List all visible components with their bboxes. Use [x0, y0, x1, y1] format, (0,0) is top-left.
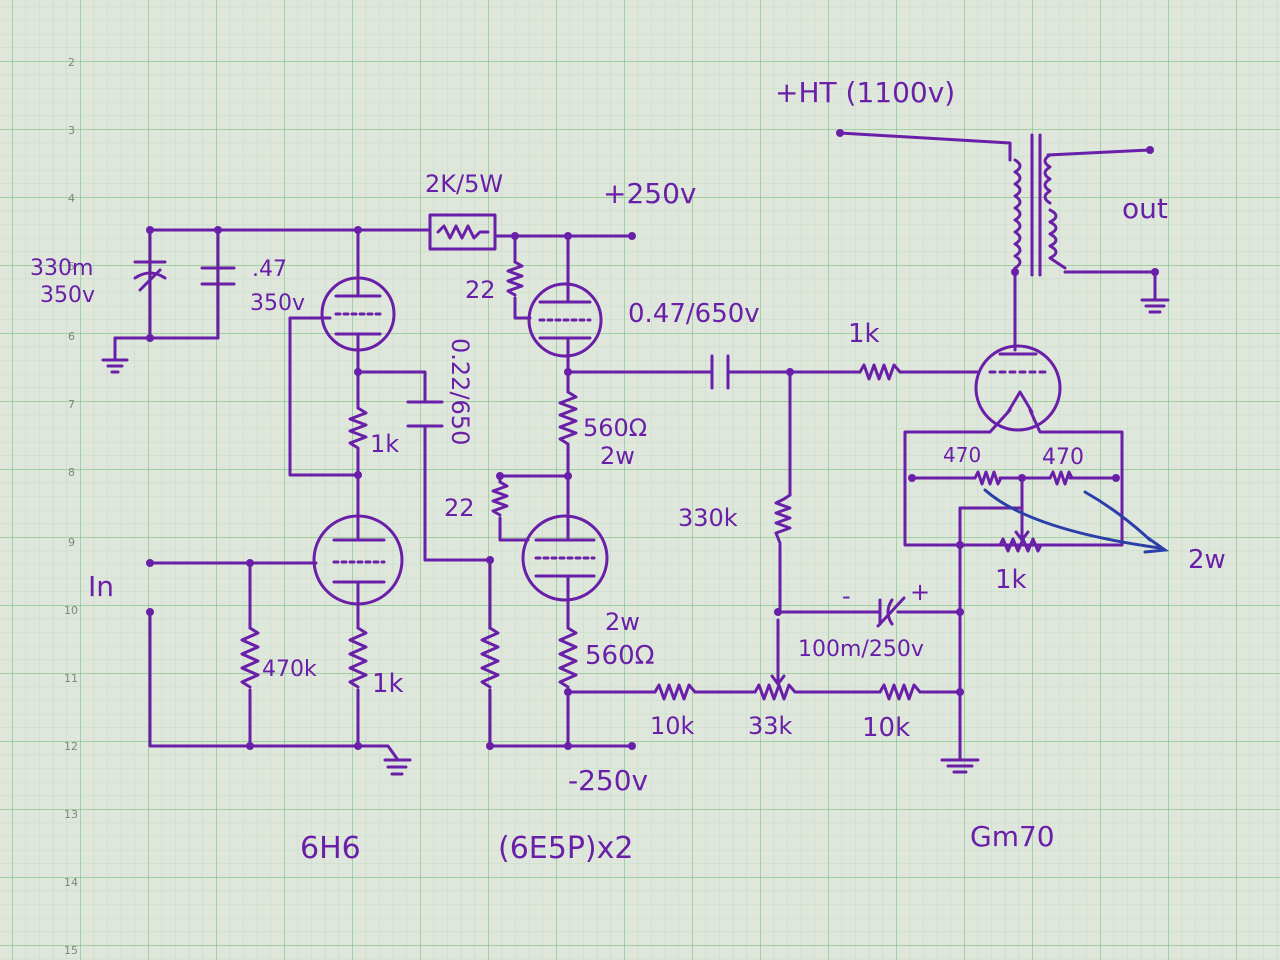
label-10k-right: 10k — [862, 713, 910, 743]
label-470k: 470k — [262, 657, 317, 682]
label-560-upper: 560Ω — [583, 414, 647, 442]
label-22-lower: 22 — [444, 494, 475, 522]
junction-dots — [146, 129, 1159, 750]
label-1k-cathode-upper: 1k — [370, 430, 399, 458]
resistor-1k-grid-stopper — [858, 363, 902, 381]
capacitor-100m-250v — [876, 596, 906, 628]
resistor-330k — [774, 493, 792, 545]
resistor-22-upper — [506, 260, 524, 297]
label-tube-6h6: 6H6 — [300, 831, 361, 866]
label-560-lower: 560Ω — [585, 641, 655, 671]
label-1k-cathode-lower: 1k — [372, 669, 404, 699]
label-560-lower-watt: 2w — [605, 608, 640, 636]
tube-6h6-upper — [320, 276, 396, 352]
ground-symbol — [1140, 298, 1170, 314]
capacitor-330m — [133, 260, 167, 340]
output-transformer — [1013, 133, 1067, 280]
margin-number: 6 — [68, 330, 75, 343]
resistor-10k-right — [878, 683, 922, 701]
margin-number: 10 — [64, 604, 78, 617]
label-input: In — [88, 570, 114, 603]
label-330m: 330m — [30, 256, 93, 281]
margin-number: 9 — [68, 536, 75, 549]
capacitor-022-650v — [406, 400, 444, 428]
resistor-22-lower — [491, 480, 509, 517]
margin-number: 11 — [64, 672, 78, 685]
tube-6e5p-lower — [521, 514, 609, 602]
label-560-upper-watt: 2w — [600, 442, 635, 470]
label-470-left: 470 — [943, 443, 981, 467]
resistor-2k-5w — [428, 213, 497, 251]
resistor-560-lower — [558, 626, 578, 689]
labels: +HT (1100v) +250v 2K/5W 330m 350v .47 35… — [30, 76, 1226, 866]
tube-gm70 — [974, 344, 1062, 432]
label-100m-250v: 100m/250v — [798, 637, 924, 662]
label-2k-5w: 2K/5W — [425, 170, 503, 198]
label-470-right: 470 — [1042, 445, 1084, 470]
tube-6h6-lower — [312, 514, 404, 606]
ground-symbol — [940, 758, 980, 774]
potentiometer-1k-hum — [998, 528, 1043, 553]
label-10k-left: 10k — [650, 712, 695, 740]
label-2w: 2w — [1188, 545, 1226, 575]
resistor-470-right — [1048, 470, 1074, 486]
margin-number: 4 — [68, 192, 75, 205]
tube-6e5p-upper — [527, 282, 603, 358]
capacitor-coupling-047-650v — [710, 354, 730, 390]
resistor-1k-grid — [348, 406, 368, 454]
resistor-bias-left — [480, 626, 500, 689]
label-ht-supply: +HT (1100v) — [775, 76, 955, 109]
margin-number: 5 — [68, 260, 75, 273]
label-047: .47 — [252, 257, 287, 282]
label-out: out — [1122, 192, 1168, 225]
margin-number: 12 — [64, 740, 78, 753]
label-cap-minus: - — [842, 582, 851, 610]
arrow-2w-annotation — [983, 488, 1170, 554]
margin-number: 3 — [68, 124, 75, 137]
margin-numbers: 2 3 4 5 6 7 8 9 10 11 12 13 14 15 — [64, 56, 78, 957]
margin-number: 8 — [68, 466, 75, 479]
label-22-upper: 22 — [465, 276, 496, 304]
label-tube-gm70: Gm70 — [970, 820, 1055, 853]
label-tube-6e5p: (6E5P)x2 — [498, 831, 633, 866]
label-047-650v: 0.47/650v — [628, 299, 760, 329]
margin-number: 15 — [64, 944, 78, 957]
ground-symbol — [101, 336, 129, 374]
margin-number: 13 — [64, 808, 78, 821]
resistor-1k-cathode — [348, 626, 368, 689]
label-pot-1k: 1k — [995, 565, 1027, 595]
capacitor-047 — [200, 228, 236, 340]
label-b-minus-250: -250v — [568, 764, 648, 797]
label-047-voltage: 350v — [250, 291, 305, 316]
resistor-470k — [240, 626, 260, 689]
label-b-plus-250: +250v — [603, 177, 696, 210]
potentiometer-33k — [753, 668, 802, 701]
label-1k-grid: 1k — [848, 319, 880, 349]
label-330k: 330k — [678, 504, 738, 532]
label-33k: 33k — [748, 712, 793, 740]
resistor-560-upper — [558, 390, 578, 452]
label-cap-plus: + — [910, 578, 930, 606]
ground-symbol — [383, 758, 412, 776]
margin-number: 2 — [68, 56, 75, 69]
resistor-470-left — [973, 470, 1003, 486]
resistor-10k-left — [653, 683, 697, 701]
margin-number: 7 — [68, 398, 75, 411]
label-022-650: 0.22/650 — [446, 338, 474, 445]
margin-number: 14 — [64, 876, 78, 889]
label-330m-voltage: 350v — [40, 283, 95, 308]
